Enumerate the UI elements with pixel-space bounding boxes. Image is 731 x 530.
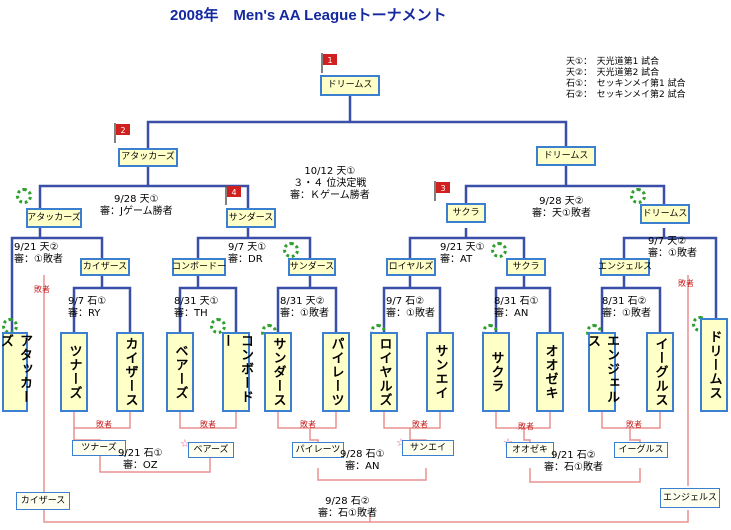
final-winner-box: ドリームス — [320, 75, 380, 96]
r2b-match-note: 9/7 天① 審：DR — [228, 242, 267, 265]
wreath-icon — [210, 318, 226, 334]
third-place-note: 10/12 天① ３・４ 位決定戦 審：Ｋゲーム勝者 — [290, 166, 370, 201]
r1-match-note: 8/31 天② 審：①敗者 — [280, 296, 329, 319]
consolation-match-note: 9/21 石① 審：OZ — [118, 448, 163, 471]
consolation-match-note: 9/21 石② 審：石①敗者 — [544, 450, 603, 473]
consolation-team-box: イーグルス — [614, 442, 668, 458]
team-box: エンジェルス — [585, 332, 619, 412]
wreath-icon — [491, 242, 507, 258]
r1-match-note: 8/31 石② 審：①敗者 — [602, 296, 651, 319]
r2e-winner-box: サクラ — [506, 258, 546, 276]
legend-item: 天②： 天光道第2 試合 — [566, 68, 660, 78]
qf2-winner-box: サンダース — [226, 208, 276, 228]
legend-item: 石①： セッキンメイ第1 試合 — [566, 79, 686, 89]
team-box: パイレーツ — [322, 332, 350, 412]
qf4-winner-box: ドリームス — [640, 204, 690, 224]
loser-label: 敗者 — [518, 422, 534, 431]
flag-number: 4 — [231, 188, 236, 197]
semi-right-winner-box: ドリームス — [536, 146, 596, 166]
consolation-team-box: パイレーツ — [292, 442, 344, 458]
r1-match-note: 9/7 石② 審：①敗者 — [386, 296, 435, 319]
qf1-match-note: 9/28 天① 審：Jゲーム勝者 — [100, 194, 173, 217]
r2f-match-note: 9/7 天② 審：①敗者 — [648, 236, 697, 259]
flag-icon: 2 — [114, 123, 130, 143]
r2c-winner-box: サンダース — [288, 258, 336, 276]
flag-number: 1 — [327, 56, 332, 65]
r1-match-note: 9/7 石① 審：RY — [68, 296, 107, 319]
legend-item: 天①： 天光道第1 試合 — [566, 57, 660, 67]
loser-label: 敗者 — [678, 279, 694, 288]
flag-icon: 1 — [321, 53, 337, 73]
r1-match-note: 8/31 石① 審：AN — [494, 296, 539, 319]
wreath-icon — [283, 242, 299, 258]
r2f-winner-box: エンジェルス — [598, 258, 652, 276]
loser-label: 敗者 — [300, 420, 316, 429]
legend-item: 石②： セッキンメイ第2 試合 — [566, 90, 686, 100]
semi-left-winner-box: アタッカーズ — [118, 148, 178, 167]
qf3-winner-box: サクラ — [446, 203, 486, 223]
team-box: カイザース — [116, 332, 144, 412]
team-box: アタッカーズ — [0, 332, 32, 412]
flag-icon: 4 — [225, 185, 241, 205]
team-box: サンエイ — [426, 332, 454, 412]
consolation-team-box: カイザース — [16, 492, 70, 510]
team-box: サンダース — [264, 332, 292, 412]
qf3-match-note: 9/28 天② 審：天①敗者 — [532, 196, 591, 219]
qf1-winner-box: アタッカーズ — [26, 208, 82, 228]
consolation-team-box: サンエイ — [402, 440, 454, 456]
consolation-match-note: 9/28 石② 審：石①敗者 — [318, 496, 377, 519]
loser-label: 敗者 — [626, 420, 642, 429]
r2a-winner-box: カイザース — [80, 258, 130, 276]
star-icon: ☆ — [396, 436, 406, 449]
r2b-winner-box: コンボードー — [172, 258, 226, 276]
consolation-team-box: ベアーズ — [188, 442, 234, 458]
r2d-match-note: 9/21 天① 審：AT — [440, 242, 485, 265]
flag-number: 2 — [120, 126, 125, 135]
wreath-icon — [16, 188, 32, 204]
loser-label: 敗者 — [34, 285, 50, 294]
flag-number: 3 — [440, 184, 445, 193]
page-title: 2008年 Men's AA Leagueトーナメント — [170, 7, 447, 24]
team-box: ロイヤルズ — [370, 332, 398, 412]
loser-label: 敗者 — [412, 420, 428, 429]
venue-legend: 天①： 天光道第1 試合 天②： 天光道第2 試合 石①： セッキンメイ第1 試… — [566, 57, 686, 101]
wreath-icon — [630, 188, 646, 204]
r2a-match-note: 9/21 天② 審：①敗者 — [14, 242, 63, 265]
team-box: イーグルス — [646, 332, 674, 412]
consolation-team-box: エンジェルス — [660, 488, 720, 508]
team-box: ドリームス — [700, 318, 728, 412]
team-box: コンボードー — [219, 332, 253, 412]
r2d-winner-box: ロイヤルズ — [386, 258, 436, 276]
r1-match-note: 8/31 天① 審：TH — [174, 296, 219, 319]
team-box: オオゼキ — [536, 332, 564, 412]
team-box: サクラ — [482, 332, 510, 412]
flag-icon: 3 — [434, 181, 450, 201]
team-box: ベアーズ — [166, 332, 194, 412]
team-box: ツナーズ — [60, 332, 88, 412]
consolation-match-note: 9/28 石① 審：AN — [340, 449, 385, 472]
star-icon: ☆ — [180, 437, 190, 450]
loser-label: 敗者 — [96, 420, 112, 429]
consolation-team-box: ツナーズ — [72, 440, 126, 456]
consolation-team-box: オオゼキ — [506, 442, 554, 458]
loser-label: 敗者 — [200, 420, 216, 429]
